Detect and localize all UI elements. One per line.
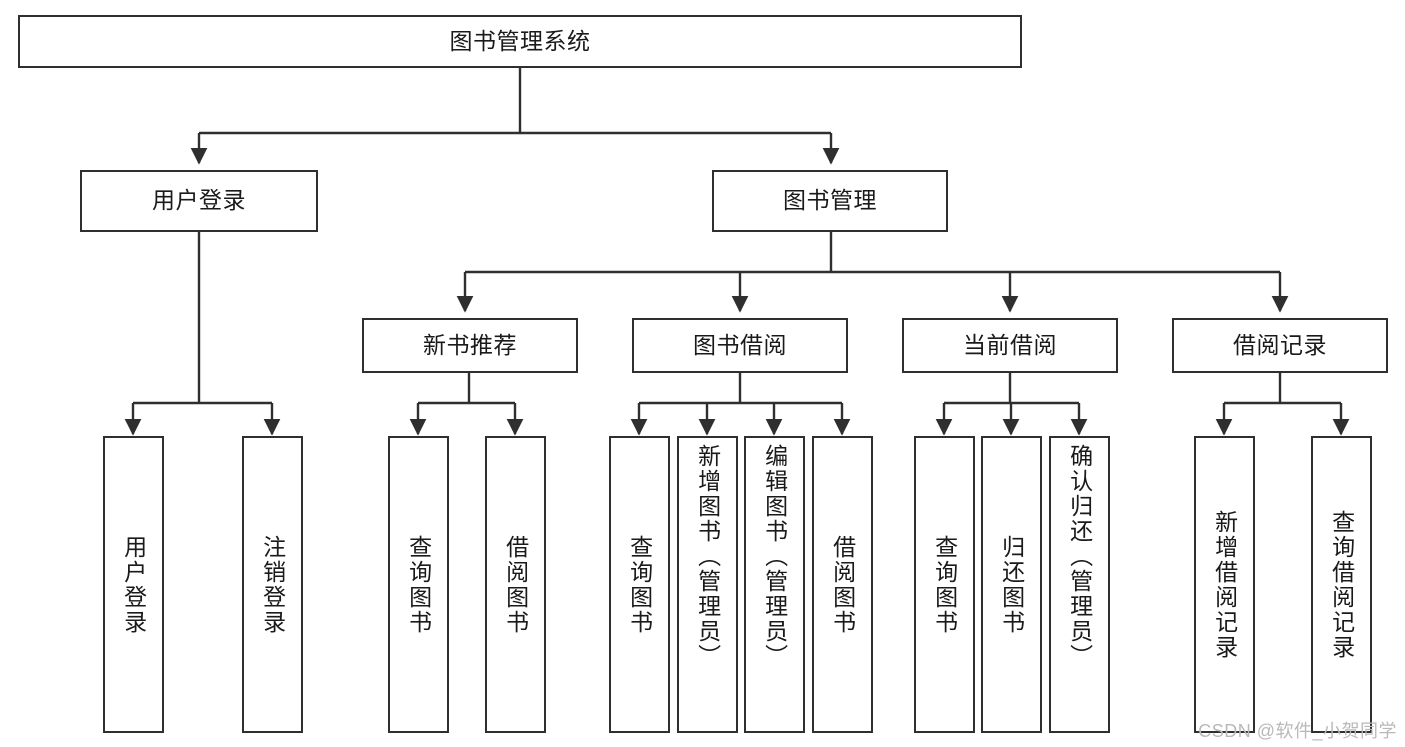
node-label: 用户登录 [120,534,147,635]
leaf-user-login-login[interactable]: 用户登录 [103,436,164,733]
node-label: 图书管理 [783,187,877,214]
node-borrow-record[interactable]: 借阅记录 [1172,318,1388,373]
leaf-record-add-record[interactable]: 新增借阅记录 [1194,436,1255,733]
node-label: 注销登录 [259,534,286,635]
node-label: 编辑图书（管理员） [761,444,788,669]
leaf-user-login-logout[interactable]: 注销登录 [242,436,303,733]
leaf-recommend-query-book[interactable]: 查询图书 [388,436,449,733]
node-label: 查询图书 [931,534,958,635]
node-root-system[interactable]: 图书管理系统 [18,15,1022,68]
node-new-book-recommend[interactable]: 新书推荐 [362,318,578,373]
leaf-record-query-record[interactable]: 查询借阅记录 [1311,436,1372,733]
node-label: 借阅图书 [829,534,856,635]
node-current-borrow[interactable]: 当前借阅 [902,318,1118,373]
node-label: 借阅图书 [502,534,529,635]
node-book-management[interactable]: 图书管理 [712,170,948,232]
node-label: 新增图书（管理员） [694,444,721,669]
node-label: 当前借阅 [963,331,1057,358]
node-book-borrow[interactable]: 图书借阅 [632,318,848,373]
leaf-current-confirm-return-admin[interactable]: 确认归还（管理员） [1049,436,1110,733]
node-label: 新增借阅记录 [1211,509,1238,660]
leaf-borrow-borrow-book[interactable]: 借阅图书 [812,436,873,733]
leaf-borrow-edit-book-admin[interactable]: 编辑图书（管理员） [744,436,805,733]
node-label: 查询借阅记录 [1328,509,1355,660]
node-label: 查询图书 [626,534,653,635]
node-label: 图书管理系统 [449,27,591,54]
node-label: 查询图书 [405,534,432,635]
node-label: 借阅记录 [1233,331,1327,358]
leaf-current-return-book[interactable]: 归还图书 [981,436,1042,733]
leaf-borrow-add-book-admin[interactable]: 新增图书（管理员） [677,436,738,733]
leaf-borrow-query-book[interactable]: 查询图书 [609,436,670,733]
node-label: 确认归还（管理员） [1066,444,1093,669]
node-label: 新书推荐 [423,331,517,358]
node-label: 归还图书 [998,534,1025,635]
leaf-recommend-borrow-book[interactable]: 借阅图书 [485,436,546,733]
csdn-watermark: CSDN @软件_小贺同学 [1198,721,1397,741]
node-label: 图书借阅 [693,331,787,358]
leaf-current-query-book[interactable]: 查询图书 [914,436,975,733]
node-label: 用户登录 [152,187,246,214]
node-user-login[interactable]: 用户登录 [80,170,318,232]
